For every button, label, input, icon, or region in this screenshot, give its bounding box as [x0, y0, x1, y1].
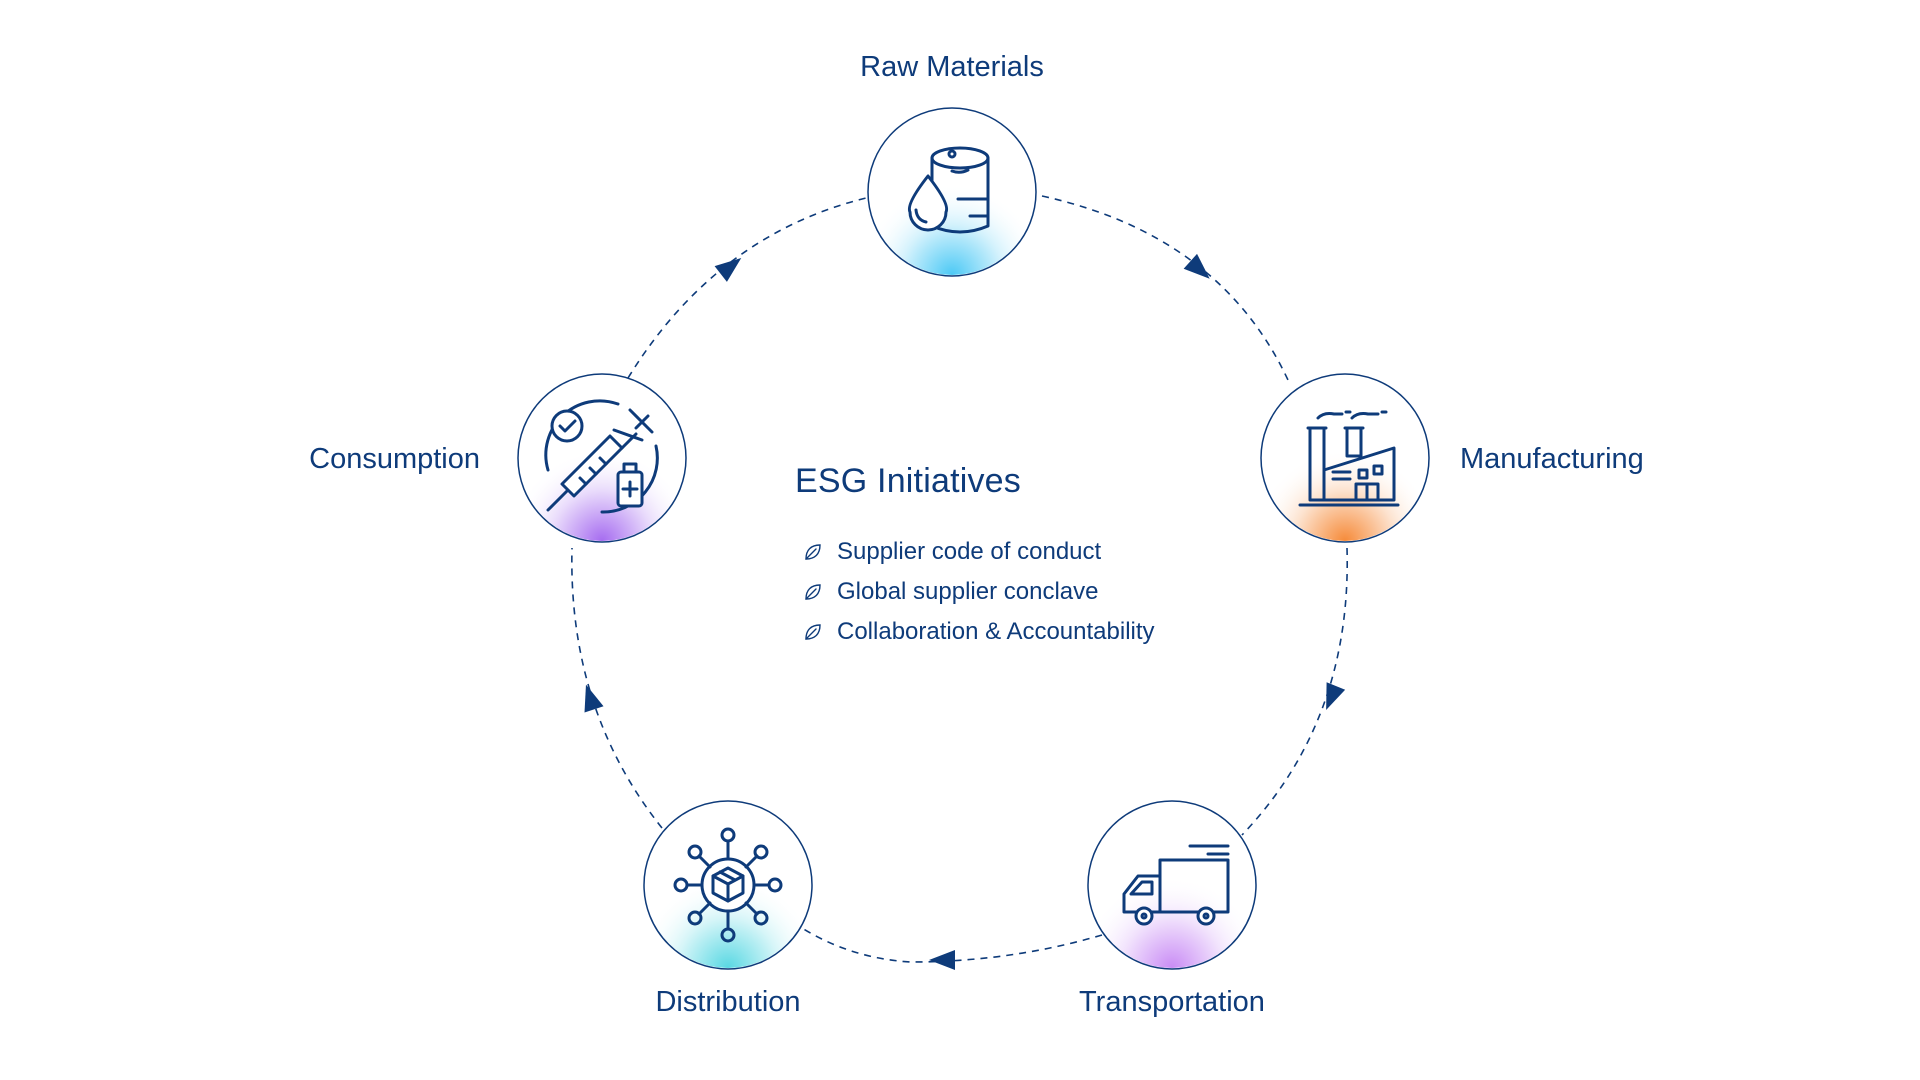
esg-initiatives-list: Supplier code of conduct Global supplier…	[803, 532, 1155, 652]
esg-initiative-text: Global supplier conclave	[837, 578, 1099, 605]
stage-consumption-label: Consumption	[309, 443, 480, 475]
leaf-icon	[805, 624, 821, 640]
network-box-icon	[673, 827, 783, 943]
esg-initiative-text: Supplier code of conduct	[837, 538, 1102, 565]
arrow-head-transportation	[1326, 682, 1346, 711]
oil-barrel-icon	[907, 146, 990, 234]
list-item: Supplier code of conduct	[803, 532, 1155, 572]
connector-manufacturing-to-transportation	[1241, 547, 1349, 836]
arrow-head-manufacturing	[1183, 253, 1210, 279]
leaf-icon	[805, 584, 821, 600]
stage-transportation[interactable]: Transportation	[1079, 800, 1265, 1018]
connector-transportation-to-distribution	[801, 927, 1103, 963]
esg-initiative-text: Collaboration & Accountability	[837, 618, 1155, 645]
stage-transportation-label: Transportation	[1079, 986, 1265, 1018]
stage-distribution[interactable]: Distribution	[643, 800, 813, 1018]
stage-raw-materials[interactable]: Raw Materials	[860, 51, 1044, 277]
syringe-vial-icon	[544, 399, 659, 514]
arrow-head-raw-materials	[714, 257, 742, 282]
stage-manufacturing[interactable]: Manufacturing	[1260, 373, 1644, 543]
stage-transportation-glow	[1089, 802, 1255, 968]
stage-manufacturing-label: Manufacturing	[1460, 443, 1644, 475]
stage-manufacturing-glow	[1262, 375, 1428, 541]
stage-raw-materials-glow	[869, 109, 1035, 275]
connector-raw-to-manufacturing	[1041, 195, 1289, 381]
cycle-arrows	[584, 253, 1346, 970]
esg-initiatives-title: ESG Initiatives	[795, 462, 1021, 500]
connector-consumption-to-raw	[627, 197, 867, 379]
stage-raw-materials-label: Raw Materials	[860, 51, 1044, 83]
truck-icon	[1122, 844, 1230, 926]
connector-distribution-to-consumption	[571, 547, 663, 829]
list-item: Global supplier conclave	[803, 572, 1155, 612]
factory-icon	[1298, 410, 1400, 507]
stage-distribution-label: Distribution	[655, 986, 800, 1018]
arrow-head-distribution	[929, 950, 955, 970]
arrow-head-consumption	[584, 684, 604, 713]
stage-consumption[interactable]: Consumption	[309, 373, 687, 543]
list-item: Collaboration & Accountability	[803, 612, 1155, 652]
leaf-icon	[805, 544, 821, 560]
